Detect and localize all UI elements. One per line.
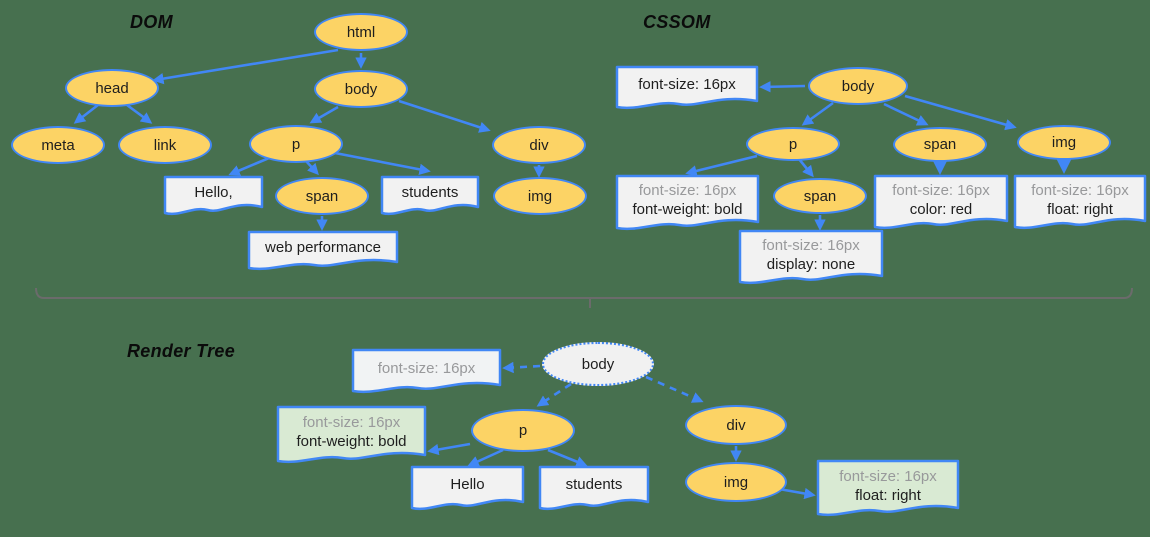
arrow-render-p-hello [467,448,504,467]
arrow-render-p-rule [427,442,471,456]
rule-line-inherited: font-size: 16px [892,181,990,199]
dom-text-students: students [401,184,459,202]
cssom-note-span-child-shape [738,229,884,285]
render-note-p-shape [276,405,427,464]
cssom-node-img: img [1017,125,1111,160]
render-note-students-shape [538,465,650,511]
rule-line: font-weight: bold [296,433,407,450]
cssom-note-img-shape [1013,174,1147,230]
arrow-render-p-students [547,448,588,468]
arrow-dom-head-meta [73,103,99,124]
arrow-cssom-body-p [801,101,834,126]
arrow-dom-p-span [305,160,319,176]
rule-line-inherited: font-size: 16px [762,236,860,254]
dom-node-html: html [314,13,408,51]
rule-line-inherited: font-size: 16px [638,181,737,199]
cssom-node-body: body [808,67,908,105]
render-text-students: students [565,476,623,494]
dom-note-hello-shape [163,175,264,216]
rule-line: float: right [1047,201,1113,218]
combine-brace-line [35,287,1133,299]
render-node-img: img [685,462,787,502]
arrow-cssom-body-rule [759,81,806,93]
cssom-note-span-shape [873,174,1009,230]
cssom-node-p: p [746,127,840,161]
cssom-rule-img: font-size: 16px float: right [1015,176,1145,224]
dom-node-img: img [493,177,587,215]
dom-section-title: DOM [130,12,173,32]
arrow-cssom-p-span [797,158,814,178]
dom-node-head: head [65,69,159,107]
dom-node-span: span [275,177,369,215]
render-node-p: p [471,409,575,452]
render-rule-img: font-size: 16px float: right [818,461,958,511]
arrow-dom-p-students [334,151,431,175]
dom-node-body: body [314,70,408,108]
dom-node-meta: meta [11,126,105,164]
render-rule-p: font-size: 16px font-weight: bold [278,407,425,457]
rule-line: display: none [766,256,856,273]
rule-line: color: red [909,201,973,218]
cssom-note-body-shape [615,65,759,110]
render-note-hello-shape [410,465,525,511]
render-note-img-shape [816,459,960,517]
cssom-rule-span: font-size: 16px color: red [875,176,1007,224]
rule-line-inherited: font-size: 16px [377,360,476,378]
render-text-hello: Hello [450,476,485,494]
render-rule-body: font-size: 16px [353,350,500,388]
cssom-section-title: CSSOM [643,12,711,32]
rule-line: font-weight: bold [632,201,743,218]
render-note-body-shape [351,348,502,394]
cssom-node-span-child: span [773,178,867,214]
rule-line-inherited: font-size: 16px [1031,181,1129,199]
rule-line-inherited: font-size: 16px [302,413,401,431]
arrow-cssom-body-img [904,94,1017,131]
cssom-node-span: span [893,127,987,162]
arrow-cssom-body-span [883,102,929,126]
dom-text-webperf: web performance [265,239,381,257]
dom-node-link: link [118,126,212,164]
arrow-render-body-div [645,375,704,403]
dom-text-hello: Hello, [194,184,233,202]
dom-note-webperf-shape [247,230,399,271]
arrow-render-body-p [536,382,572,407]
arrow-render-body-rule [502,361,541,374]
arrow-dom-p-hello [228,156,270,176]
rule-line: float: right [855,487,921,504]
dom-node-p: p [249,125,343,163]
dom-note-students-shape [380,175,480,216]
render-node-div: div [685,405,787,445]
arrow-dom-body-div [398,99,491,133]
arrow-cssom-p-rule [685,154,758,177]
cssom-note-p-shape [615,174,760,231]
cssom-rule-span-child: font-size: 16px display: none [740,231,882,279]
cssom-rule-body: font-size: 16px [617,67,757,103]
rule-line-inherited: font-size: 16px [839,467,937,485]
cssom-rule-p: font-size: 16px font-weight: bold [617,176,758,224]
rule-line: font-size: 16px [638,76,736,94]
render-section-title: Render Tree [127,341,236,361]
arrow-dom-body-p [309,105,339,124]
render-node-body: body [542,342,654,386]
arrow-dom-html-head [152,48,339,85]
dom-node-div: div [492,126,586,164]
arrow-dom-head-link [126,103,153,124]
arrow-render-img-rule [778,487,816,500]
